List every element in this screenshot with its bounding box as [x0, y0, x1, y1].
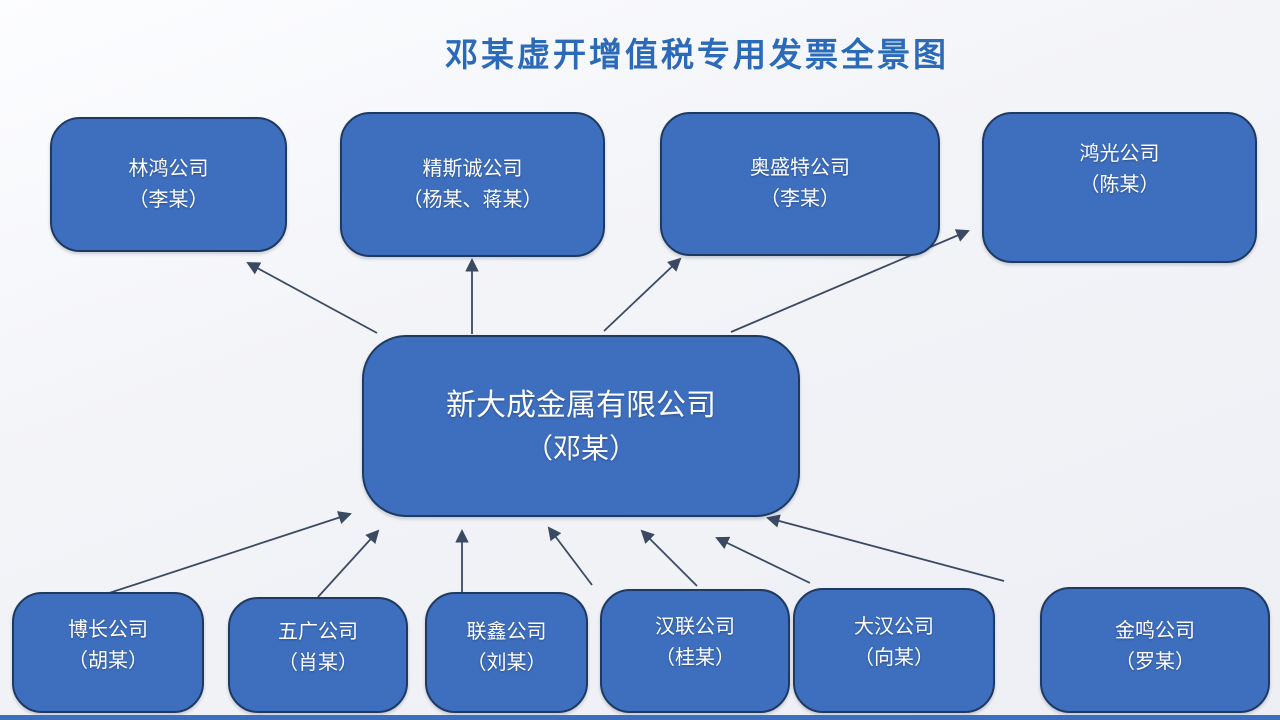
company-name: 新大成金属有限公司 [446, 388, 716, 422]
company-node-hongguang: 鸿光公司 （陈某） [982, 112, 1257, 263]
company-node-aoshengte: 奥盛特公司 （李某） [660, 112, 940, 256]
company-person: （邓某） [524, 432, 637, 464]
company-person: （罗某） [1115, 651, 1195, 673]
arrow-wuguang-to-center [317, 529, 380, 598]
company-node-dahan: 大汉公司 （向某） [793, 588, 995, 713]
company-person: （陈某） [1079, 173, 1160, 196]
company-name: 奥盛特公司 [750, 157, 850, 179]
company-person: （刘某） [466, 651, 547, 674]
arrow-lianxin-to-center-2 [547, 526, 593, 586]
company-name: 林鸿公司 [128, 157, 209, 180]
company-person: （桂某） [655, 647, 735, 669]
arrow-center-to-linhong [246, 262, 378, 334]
company-name: 精斯诚公司 [422, 157, 523, 180]
company-person: （李某） [760, 188, 840, 210]
company-name: 鸿光公司 [1079, 142, 1160, 165]
company-name: 汉联公司 [655, 616, 735, 638]
company-node-wuguang: 五广公司 （肖某） [228, 597, 408, 713]
diagram-title: 邓某虚开增值税专用发票全景图 [445, 35, 949, 74]
company-name: 金鸣公司 [1115, 620, 1195, 642]
company-name: 联鑫公司 [466, 620, 547, 643]
arrow-bochang-to-center [99, 511, 352, 597]
company-name: 大汉公司 [854, 615, 934, 638]
company-name: 博长公司 [68, 618, 148, 641]
company-node-hanlian: 汉联公司 （桂某） [600, 589, 790, 713]
company-person: （向某） [854, 646, 934, 669]
company-node-jinming: 金鸣公司 （罗某） [1040, 587, 1270, 713]
bottom-edge-bar [0, 715, 1280, 720]
company-person: （胡某） [68, 649, 148, 672]
company-name: 五广公司 [278, 621, 358, 643]
company-node-jingsicheng: 精斯诚公司 （杨某、蒋某） [340, 112, 605, 257]
company-node-linhong: 林鸿公司 （李某） [50, 117, 287, 252]
arrow-dahan-to-center [715, 536, 811, 584]
arrow-hanlian-to-center [640, 529, 698, 587]
arrow-jinming-to-center [766, 514, 1005, 582]
company-person: （肖某） [278, 652, 358, 674]
company-person: （杨某、蒋某） [402, 188, 543, 211]
company-person: （李某） [128, 188, 209, 211]
arrow-center-to-aoshengte [603, 257, 682, 332]
company-node-xindacheng-center: 新大成金属有限公司 （邓某） [362, 335, 800, 517]
company-node-bochang: 博长公司 （胡某） [12, 592, 204, 713]
company-node-lianxin: 联鑫公司 （刘某） [425, 592, 588, 713]
